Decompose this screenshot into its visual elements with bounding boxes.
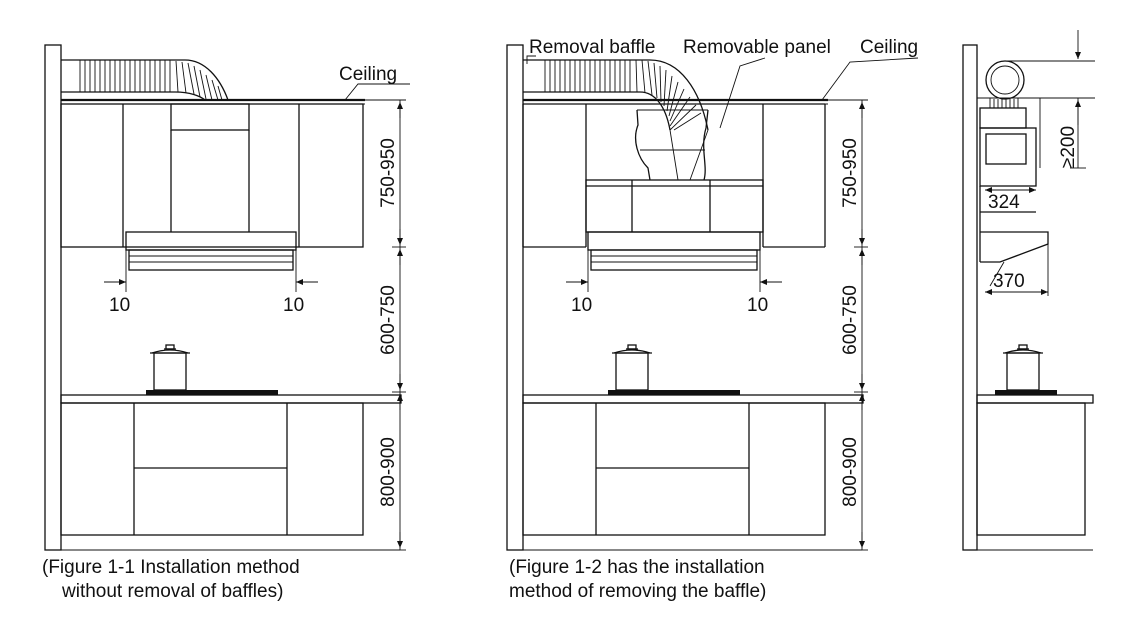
cabinet-height-label: 750-950: [840, 138, 861, 208]
ceiling-leader: [344, 83, 410, 101]
figure-1-2-caption-line2: method of removing the baffle): [509, 581, 767, 602]
hood-side-profile: [979, 107, 1049, 263]
figure-1-1-caption-line2: without removal of baffles): [62, 581, 284, 602]
figure-1-2: Removal baffle Removable panel Ceiling: [506, 37, 919, 551]
baffle-bracket: [526, 55, 536, 64]
range-hood: [125, 231, 297, 271]
pot: [150, 344, 190, 391]
figure-1-2-caption-line1: (Figure 1-2 has the installation: [509, 557, 765, 578]
upper-cabinets: [522, 103, 826, 248]
gap-right-label: 10: [747, 295, 768, 316]
removable-panel-label: Removable panel: [683, 37, 831, 58]
duct-section: [985, 60, 1025, 108]
counter-height-label: 800-900: [840, 437, 861, 507]
figure-1-1: Ceiling 10 10: [44, 44, 410, 551]
pot: [612, 344, 652, 391]
depth-lower-label: 370: [993, 271, 1025, 292]
ceiling-leader: [821, 57, 919, 101]
base-cabinets: [60, 394, 402, 536]
duct-pipe: [523, 59, 709, 131]
upper-cabinets: [60, 103, 364, 248]
hood-height-label: 600-750: [840, 285, 861, 355]
pot: [1003, 344, 1043, 391]
cooktop: [608, 390, 740, 395]
cooktop: [995, 390, 1057, 395]
panel-leader: [719, 57, 766, 129]
cabinet-height-label: 750-950: [378, 138, 399, 208]
side-view: ≥200 324 370: [962, 30, 1095, 551]
wall: [506, 44, 524, 551]
ceiling-label: Ceiling: [860, 37, 918, 58]
vertical-dimension: [365, 99, 406, 551]
clearance-label: ≥200: [1058, 126, 1079, 168]
range-hood: [587, 231, 761, 271]
base-cabinets: [522, 394, 864, 536]
depth-upper-label: 324: [988, 192, 1020, 213]
duct-pipe: [61, 59, 229, 101]
wall: [962, 44, 978, 551]
gap-right-label: 10: [283, 295, 304, 316]
figure-1-1-caption-line1: (Figure 1-1 Installation method: [42, 557, 300, 578]
removal-baffle-label: Removal baffle: [529, 37, 655, 58]
wall: [44, 44, 62, 551]
ceiling-label: Ceiling: [339, 64, 397, 85]
counter-height-label: 800-900: [378, 437, 399, 507]
vertical-dimension: [828, 99, 868, 551]
gap-left-label: 10: [571, 295, 592, 316]
gap-dimensions: [104, 250, 318, 292]
cooktop: [146, 390, 278, 395]
gap-dimensions: [566, 250, 782, 292]
gap-left-label: 10: [109, 295, 130, 316]
base-cabinet-side: [976, 394, 1094, 536]
hood-height-label: 600-750: [378, 285, 399, 355]
